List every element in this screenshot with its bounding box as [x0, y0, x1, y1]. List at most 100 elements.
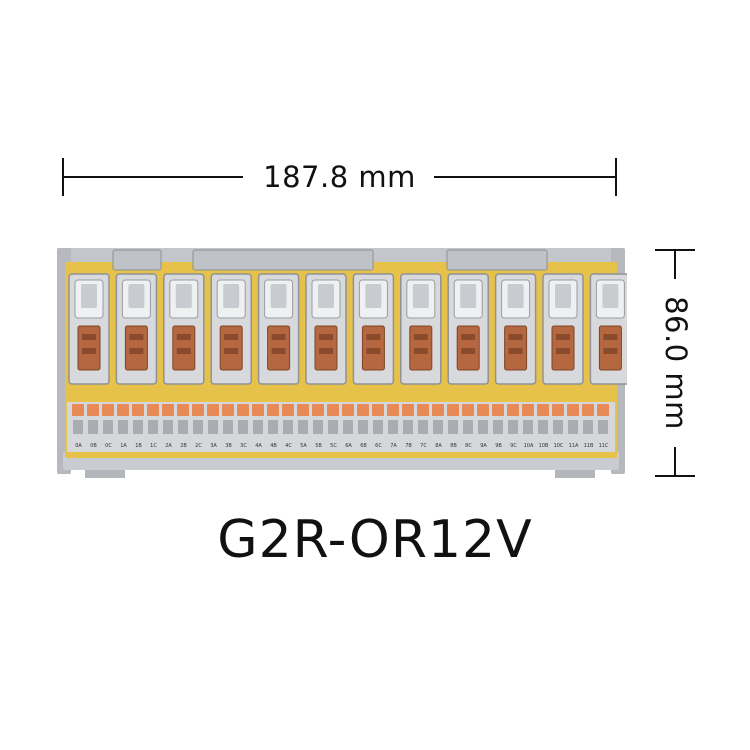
terminal-slot — [328, 420, 338, 434]
relay — [115, 273, 158, 385]
relay — [352, 273, 395, 385]
relay — [400, 273, 442, 385]
terminal-lever — [72, 404, 84, 416]
terminal-slot — [73, 420, 83, 434]
terminal-label: 7C — [420, 443, 427, 449]
terminal-label: 1B — [135, 443, 142, 449]
terminal-block — [67, 402, 615, 452]
terminal-slot — [268, 420, 278, 434]
terminal-label: 6C — [375, 443, 382, 449]
terminal-lever — [462, 404, 474, 416]
terminal-slot — [253, 420, 263, 434]
terminal-lever — [507, 404, 519, 416]
terminal-label: 4A — [255, 443, 262, 449]
width-dimension-left-line — [62, 176, 243, 178]
terminal-lever — [417, 404, 429, 416]
terminal-lever — [312, 404, 324, 416]
terminal-lever — [162, 404, 174, 416]
terminal-slot — [538, 420, 548, 434]
terminal-slot — [343, 420, 353, 434]
terminal-lever — [402, 404, 414, 416]
model-label: G2R-OR12V — [217, 510, 533, 570]
terminal-label: 9B — [495, 443, 502, 449]
terminal-lever — [477, 404, 489, 416]
terminal-lever — [177, 404, 189, 416]
terminal-lever — [552, 404, 564, 416]
terminal-label: 8C — [465, 443, 472, 449]
width-dimension: 187.8 mm — [62, 158, 617, 198]
terminal-label: 3A — [210, 443, 217, 449]
width-dimension-right-line — [434, 176, 616, 178]
terminal-label: 0A — [75, 443, 82, 449]
terminal-slot — [208, 420, 218, 434]
terminal-slot — [178, 420, 188, 434]
terminal-slot — [88, 420, 98, 434]
relay — [494, 273, 537, 385]
height-dimension: 86.0 mm — [652, 249, 700, 477]
terminal-lever — [282, 404, 294, 416]
terminal-label: 11B — [584, 443, 594, 449]
terminal-label: 2C — [195, 443, 202, 449]
terminal-slot — [493, 420, 503, 434]
terminal-label: 1A — [120, 443, 127, 449]
terminal-slot — [103, 420, 113, 434]
terminal-label: 8B — [450, 443, 457, 449]
terminal-lever — [237, 404, 249, 416]
terminal-lever — [87, 404, 99, 416]
relay — [589, 273, 627, 385]
height-dimension-bottom-line — [674, 447, 676, 477]
terminal-lever — [147, 404, 159, 416]
terminal-slot — [283, 420, 293, 434]
terminal-label: 10B — [539, 443, 549, 449]
height-dimension-top-line — [674, 249, 676, 279]
terminal-label: 5A — [300, 443, 307, 449]
terminal-label: 7B — [405, 443, 412, 449]
terminal-label: 10A — [524, 443, 534, 449]
terminal-lever — [492, 404, 504, 416]
terminal-label: 5C — [330, 443, 337, 449]
terminal-slot — [433, 420, 443, 434]
terminal-slot — [373, 420, 383, 434]
terminal-slot — [148, 420, 158, 434]
terminal-lever — [372, 404, 384, 416]
terminal-lever — [102, 404, 114, 416]
relay — [68, 273, 110, 385]
terminal-label: 11A — [569, 443, 579, 449]
terminal-label: 5B — [315, 443, 322, 449]
terminal-label: 8A — [435, 443, 442, 449]
terminal-slot — [568, 420, 578, 434]
height-dimension-label: 86.0 mm — [659, 296, 693, 430]
terminal-slot — [388, 420, 398, 434]
terminal-lever — [387, 404, 399, 416]
width-dimension-label: 187.8 mm — [263, 160, 416, 194]
terminal-slot — [118, 420, 128, 434]
terminal-lever — [192, 404, 204, 416]
terminal-slot — [298, 420, 308, 434]
terminal-label: 9C — [510, 443, 517, 449]
terminal-slot — [508, 420, 518, 434]
terminal-label: 0C — [105, 443, 112, 449]
terminal-lever — [597, 404, 609, 416]
relay — [257, 273, 300, 385]
terminal-lever — [432, 404, 444, 416]
relay — [542, 273, 584, 385]
terminal-lever — [327, 404, 339, 416]
terminal-slot — [223, 420, 233, 434]
terminal-label: 3C — [240, 443, 247, 449]
terminal-slot — [583, 420, 593, 434]
terminal-label: 0B — [90, 443, 97, 449]
terminal-lever — [357, 404, 369, 416]
terminal-label: 2B — [180, 443, 187, 449]
terminal-slot — [238, 420, 248, 434]
terminal-slot — [448, 420, 458, 434]
terminal-lever — [297, 404, 309, 416]
relay — [305, 273, 347, 385]
terminal-label: 4C — [285, 443, 292, 449]
terminal-lever — [447, 404, 459, 416]
terminal-label: 9A — [480, 443, 487, 449]
terminal-slot — [418, 420, 428, 434]
terminal-lever — [582, 404, 594, 416]
terminal-label: 6B — [360, 443, 367, 449]
top-connectors — [112, 249, 548, 271]
